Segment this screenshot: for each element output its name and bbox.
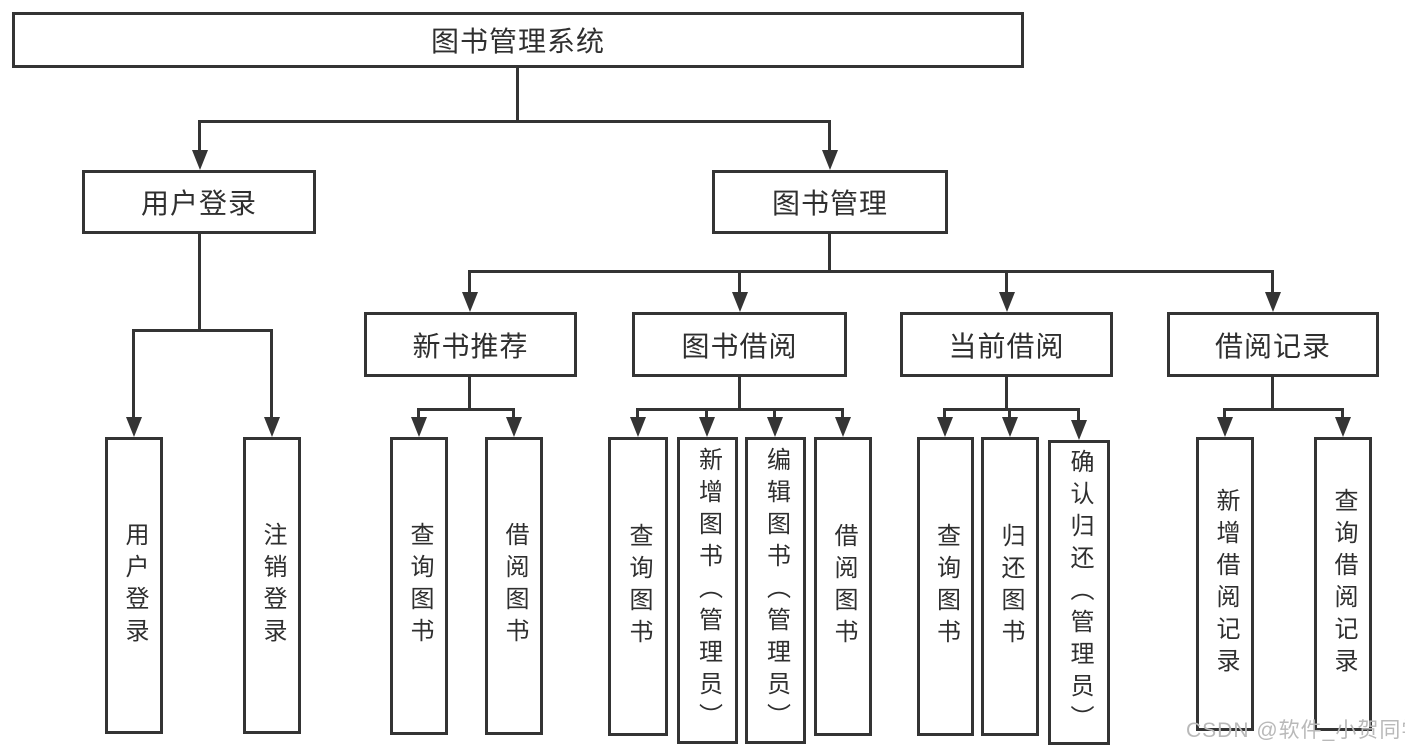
- connector-current-borrow-stem: [1005, 377, 1008, 408]
- connector-book-borrow-stem: [738, 377, 741, 408]
- arrow-down-icon: [822, 150, 838, 170]
- leaf-logout: 注销登录: [243, 437, 301, 734]
- leaf-confirm-return-admin: 确认归还（管理员）: [1048, 440, 1110, 745]
- node-current-borrow: 当前借阅: [900, 312, 1113, 377]
- connector-stub-leaf-logout: [270, 329, 273, 417]
- connector-stub: [1008, 408, 1011, 417]
- leaf-label: 编辑图书（管理员）: [762, 446, 790, 735]
- connector-current-borrow-rail: [943, 408, 1080, 411]
- connector-new-book-stem: [468, 377, 471, 408]
- connector-stub-book-borrow: [738, 270, 741, 292]
- arrow-down-icon: [999, 292, 1015, 312]
- arrow-down-icon: [506, 417, 522, 437]
- connector-stub: [943, 408, 946, 417]
- arrow-down-icon: [767, 417, 783, 437]
- leaf-label: 查询图书: [932, 522, 960, 651]
- connector-book-management-stem: [828, 234, 831, 270]
- leaf-label: 归还图书: [997, 522, 1024, 651]
- connector-stub: [1223, 408, 1226, 417]
- leaf-add-book-admin: 新增图书（管理员）: [677, 437, 738, 744]
- watermark: CSDN @软件_小贺同学: [1186, 719, 1405, 742]
- connector-stub: [705, 408, 708, 417]
- arrow-down-icon: [630, 417, 646, 437]
- arrow-down-icon: [732, 292, 748, 312]
- connector-stub-book-management: [828, 120, 831, 152]
- leaf-label: 查询图书: [625, 522, 652, 651]
- leaf-label: 查询借阅记录: [1330, 488, 1357, 680]
- connector-stub: [1341, 408, 1344, 417]
- leaf-user-login: 用户登录: [105, 437, 163, 734]
- connector-stub: [512, 408, 515, 417]
- leaf-label: 新增借阅记录: [1212, 488, 1239, 680]
- node-library-system: 图书管理系统: [12, 12, 1024, 68]
- node-user-login: 用户登录: [82, 170, 316, 234]
- connector-stub-borrow-records: [1271, 270, 1274, 292]
- connector-stub-user-login: [198, 120, 201, 152]
- arrow-down-icon: [411, 417, 427, 437]
- node-book-management: 图书管理: [712, 170, 948, 234]
- leaf-query-books-borrow: 查询图书: [608, 437, 668, 736]
- connector-stub-current-borrow: [1005, 270, 1008, 292]
- connector-borrow-records-stem: [1271, 377, 1274, 408]
- arrow-down-icon: [192, 150, 208, 170]
- leaf-label: 查询图书: [406, 522, 433, 650]
- arrow-down-icon: [1002, 417, 1018, 437]
- arrow-down-icon: [1217, 417, 1233, 437]
- arrow-down-icon: [937, 417, 953, 437]
- connector-new-book-rail: [417, 408, 515, 411]
- leaf-label: 用户登录: [121, 521, 148, 650]
- arrow-down-icon: [1335, 417, 1351, 437]
- node-borrow-records: 借阅记录: [1167, 312, 1379, 377]
- leaf-borrow-books-newbook: 借阅图书: [485, 437, 543, 735]
- arrow-down-icon: [126, 417, 142, 437]
- connector-stub: [1077, 408, 1080, 420]
- node-book-borrow: 图书借阅: [632, 312, 847, 377]
- leaf-label: 新增图书（管理员）: [694, 446, 722, 735]
- leaf-edit-book-admin: 编辑图书（管理员）: [745, 437, 806, 744]
- connector-stub: [773, 408, 776, 417]
- connector-stub: [417, 408, 420, 417]
- arrow-down-icon: [264, 417, 280, 437]
- connector-book-borrow-rail: [636, 408, 844, 411]
- connector-stub: [636, 408, 639, 417]
- leaf-return-book: 归还图书: [981, 437, 1039, 736]
- leaf-borrow-books-borrow: 借阅图书: [814, 437, 872, 736]
- connector-stub-new-book: [468, 270, 471, 292]
- leaf-add-borrow-record: 新增借阅记录: [1196, 437, 1254, 731]
- leaf-query-books-newbook: 查询图书: [390, 437, 448, 735]
- connector-user-login-stem: [198, 234, 201, 329]
- leaf-label: 借阅图书: [501, 522, 528, 650]
- arrow-down-icon: [462, 292, 478, 312]
- leaf-label: 确认归还（管理员）: [1066, 448, 1093, 737]
- connector-stub: [841, 408, 844, 417]
- connector-level2-rail: [198, 120, 831, 123]
- node-new-book-recommend: 新书推荐: [364, 312, 577, 377]
- arrow-down-icon: [699, 417, 715, 437]
- connector-borrow-records-rail: [1223, 408, 1344, 411]
- leaf-query-borrow-record: 查询借阅记录: [1314, 437, 1372, 731]
- connector-stub-leaf-user-login: [132, 329, 135, 417]
- arrow-down-icon: [1265, 292, 1281, 312]
- leaf-label: 借阅图书: [830, 522, 857, 651]
- connector-level3-rail: [468, 270, 1274, 273]
- connector-user-login-rail: [132, 329, 273, 332]
- leaf-label: 注销登录: [259, 521, 286, 650]
- connector-root-stem: [516, 68, 519, 120]
- arrow-down-icon: [1071, 420, 1087, 440]
- arrow-down-icon: [835, 417, 851, 437]
- leaf-query-books-current: 查询图书: [917, 437, 974, 736]
